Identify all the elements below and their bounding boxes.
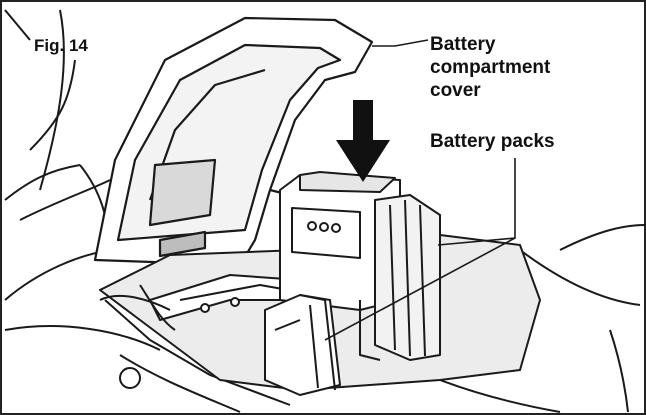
battery-indicator-led bbox=[307, 221, 317, 231]
battery-pack-front bbox=[264, 294, 341, 396]
packs-leader-line-2 bbox=[324, 237, 516, 341]
cover-label-line: compartment bbox=[430, 57, 551, 78]
battery-indicator-led bbox=[331, 223, 341, 233]
callout-lines bbox=[324, 39, 516, 341]
insert-direction-arrow bbox=[336, 100, 390, 182]
battery-pack-rear bbox=[279, 171, 441, 361]
cover-label-line: Battery bbox=[430, 34, 496, 55]
battery-packs-label: Battery packs bbox=[430, 130, 555, 153]
battery-compartment-cover-label: Battery compartment cover bbox=[430, 33, 550, 102]
figure-label: Fig. 14 bbox=[34, 36, 88, 55]
battery-compartment-cover bbox=[93, 16, 374, 267]
cover-leader-line bbox=[372, 39, 429, 47]
packs-label-text: Battery packs bbox=[430, 131, 555, 152]
battery-indicator-led bbox=[319, 222, 329, 232]
cover-label-line: cover bbox=[430, 80, 481, 101]
